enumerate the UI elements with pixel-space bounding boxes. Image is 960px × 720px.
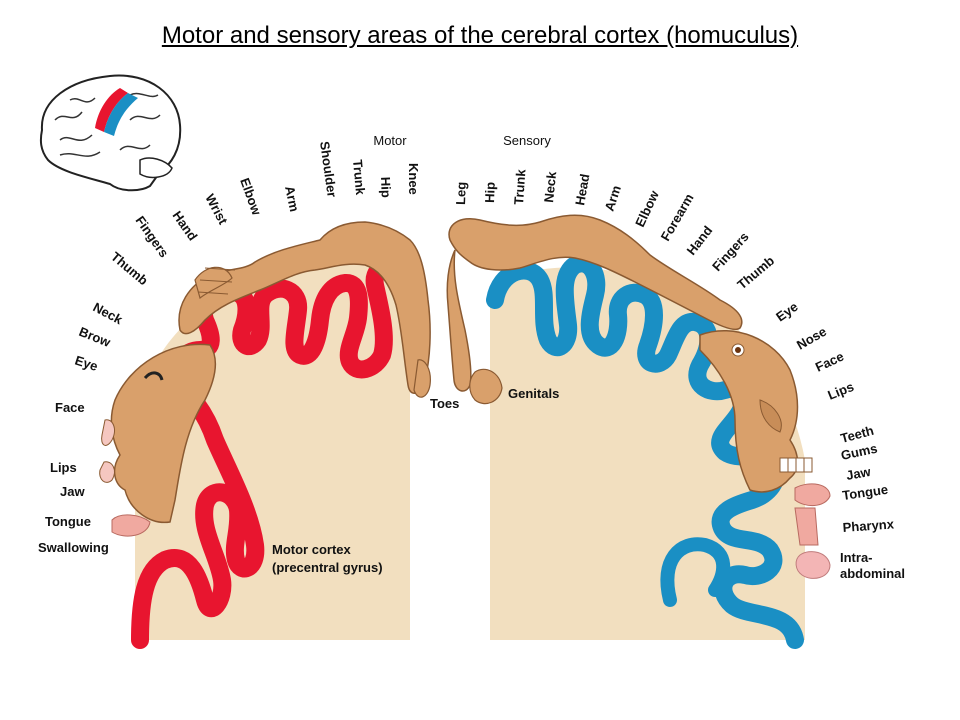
sensory-label-forearm: Forearm [658, 191, 697, 244]
sensory-label-lips: Lips [826, 379, 856, 403]
sensory-cortex-band [486, 254, 804, 649]
motor-label-brow: Brow [77, 324, 114, 350]
motor-cortex-caption-line2: (precentral gyrus) [272, 560, 383, 575]
sensory-label-thumb: Thumb [734, 253, 777, 292]
sensory-label-leg: Leg [453, 181, 469, 205]
motor-homunculus-body [99, 221, 431, 537]
sensory-label-abdominal: abdominal [840, 566, 905, 581]
motor-label-trunk: Trunk [350, 159, 368, 196]
sensory-header: Sensory [503, 133, 551, 148]
sensory-label-pharynx: Pharynx [842, 516, 895, 535]
sensory-label-arm: Arm [602, 184, 624, 213]
sensory-label-face: Face [813, 349, 846, 375]
diagram-title: Motor and sensory areas of the cerebral … [161, 22, 799, 49]
sensory-label-eye: Eye [773, 299, 801, 325]
sensory-label-tongue: Tongue [841, 482, 889, 503]
motor-label-eye: Eye [73, 353, 100, 374]
motor-label-shoulder: Shoulder [317, 140, 340, 198]
sensory-label-intra: Intra- [840, 550, 873, 565]
motor-label-hip: Hip [378, 177, 394, 199]
motor-label-tongue: Tongue [45, 514, 91, 529]
motor-label-elbow: Elbow [237, 176, 264, 218]
sensory-label-jaw: Jaw [845, 464, 873, 483]
sensory-cortex-fold [660, 537, 731, 607]
motor-label-wrist: Wrist [202, 191, 231, 227]
motor-label-arm: Arm [282, 185, 302, 214]
sensory-label-elbow: Elbow [632, 187, 662, 229]
brain-inset-icon [39, 74, 182, 192]
motor-label-hand: Hand [170, 208, 201, 243]
motor-label-toes: Toes [430, 396, 459, 411]
sensory-label-nose: Nose [794, 324, 829, 353]
sensory-label-fingers: Fingers [709, 229, 752, 274]
sensory-label-trunk: Trunk [511, 168, 528, 205]
sensory-label-head: Head [572, 173, 592, 207]
motor-label-fingers: Fingers [133, 213, 172, 260]
sensory-label-hip: Hip [482, 182, 498, 204]
motor-label-swallowing: Swallowing [38, 540, 109, 555]
sensory-label-neck: Neck [541, 170, 559, 203]
sensory-label-hand: Hand [684, 223, 716, 258]
motor-label-jaw: Jaw [60, 484, 85, 499]
motor-label-thumb: Thumb [108, 249, 151, 288]
motor-cortex-caption-line1: Motor cortex [272, 542, 352, 557]
sensory-label-genitals: Genitals [508, 386, 559, 401]
motor-header: Motor [373, 133, 407, 148]
motor-label-knee: Knee [406, 163, 421, 195]
motor-label-face: Face [55, 400, 85, 415]
motor-label-lips: Lips [50, 460, 77, 475]
sensory-label-gums: Gums [840, 441, 879, 463]
sensory-homunculus-body [446, 214, 831, 579]
motor-label-neck: Neck [91, 299, 126, 327]
